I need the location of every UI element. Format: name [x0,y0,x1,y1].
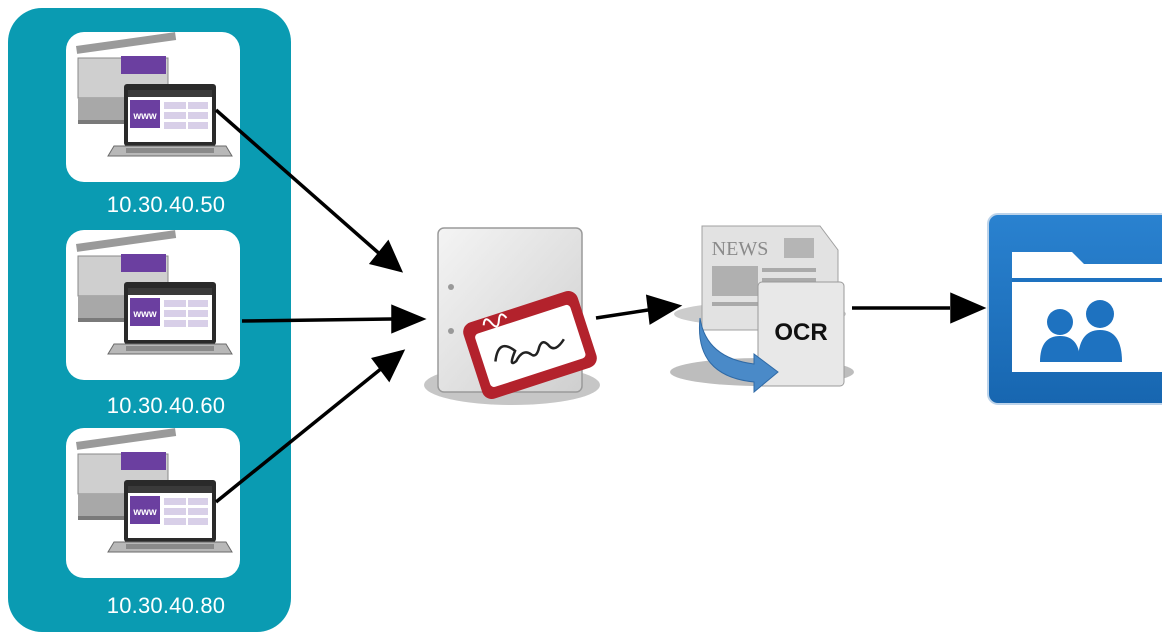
arrow-3 [214,349,406,504]
device-card-1: www [66,32,240,182]
arrow-2 [241,304,427,334]
laptop-icon: www [107,84,233,157]
screen-www-text: www [132,309,157,320]
arrow-5 [852,292,987,324]
arrow-1 [214,108,404,273]
ip-label-2: 10.30.40.60 [106,393,226,418]
printer-laptop-icon: www [76,32,233,157]
signature-badge [463,291,597,399]
printer-laptop-icon: www [76,230,233,355]
newspaper-ocr-icon: NEWS OCR [670,225,854,394]
arrow-4 [595,294,683,325]
laptop-icon: www [107,480,233,553]
device-card-2: www [66,230,240,380]
laptop-icon: www [107,282,233,355]
device-card-3: www [66,428,240,578]
screen-www-text: www [132,111,157,122]
news-text: NEWS [712,238,769,260]
shared-folder-icon [987,213,1162,405]
ip-label-1: 10.30.40.50 [106,192,226,217]
ip-label-3: 10.30.40.80 [106,593,226,618]
screen-www-text: www [132,507,157,518]
signed-document-icon [424,227,600,405]
ocr-arrow-icon [698,317,779,394]
printer-laptop-icon: www [76,428,233,553]
ocr-text: OCR [774,319,827,346]
